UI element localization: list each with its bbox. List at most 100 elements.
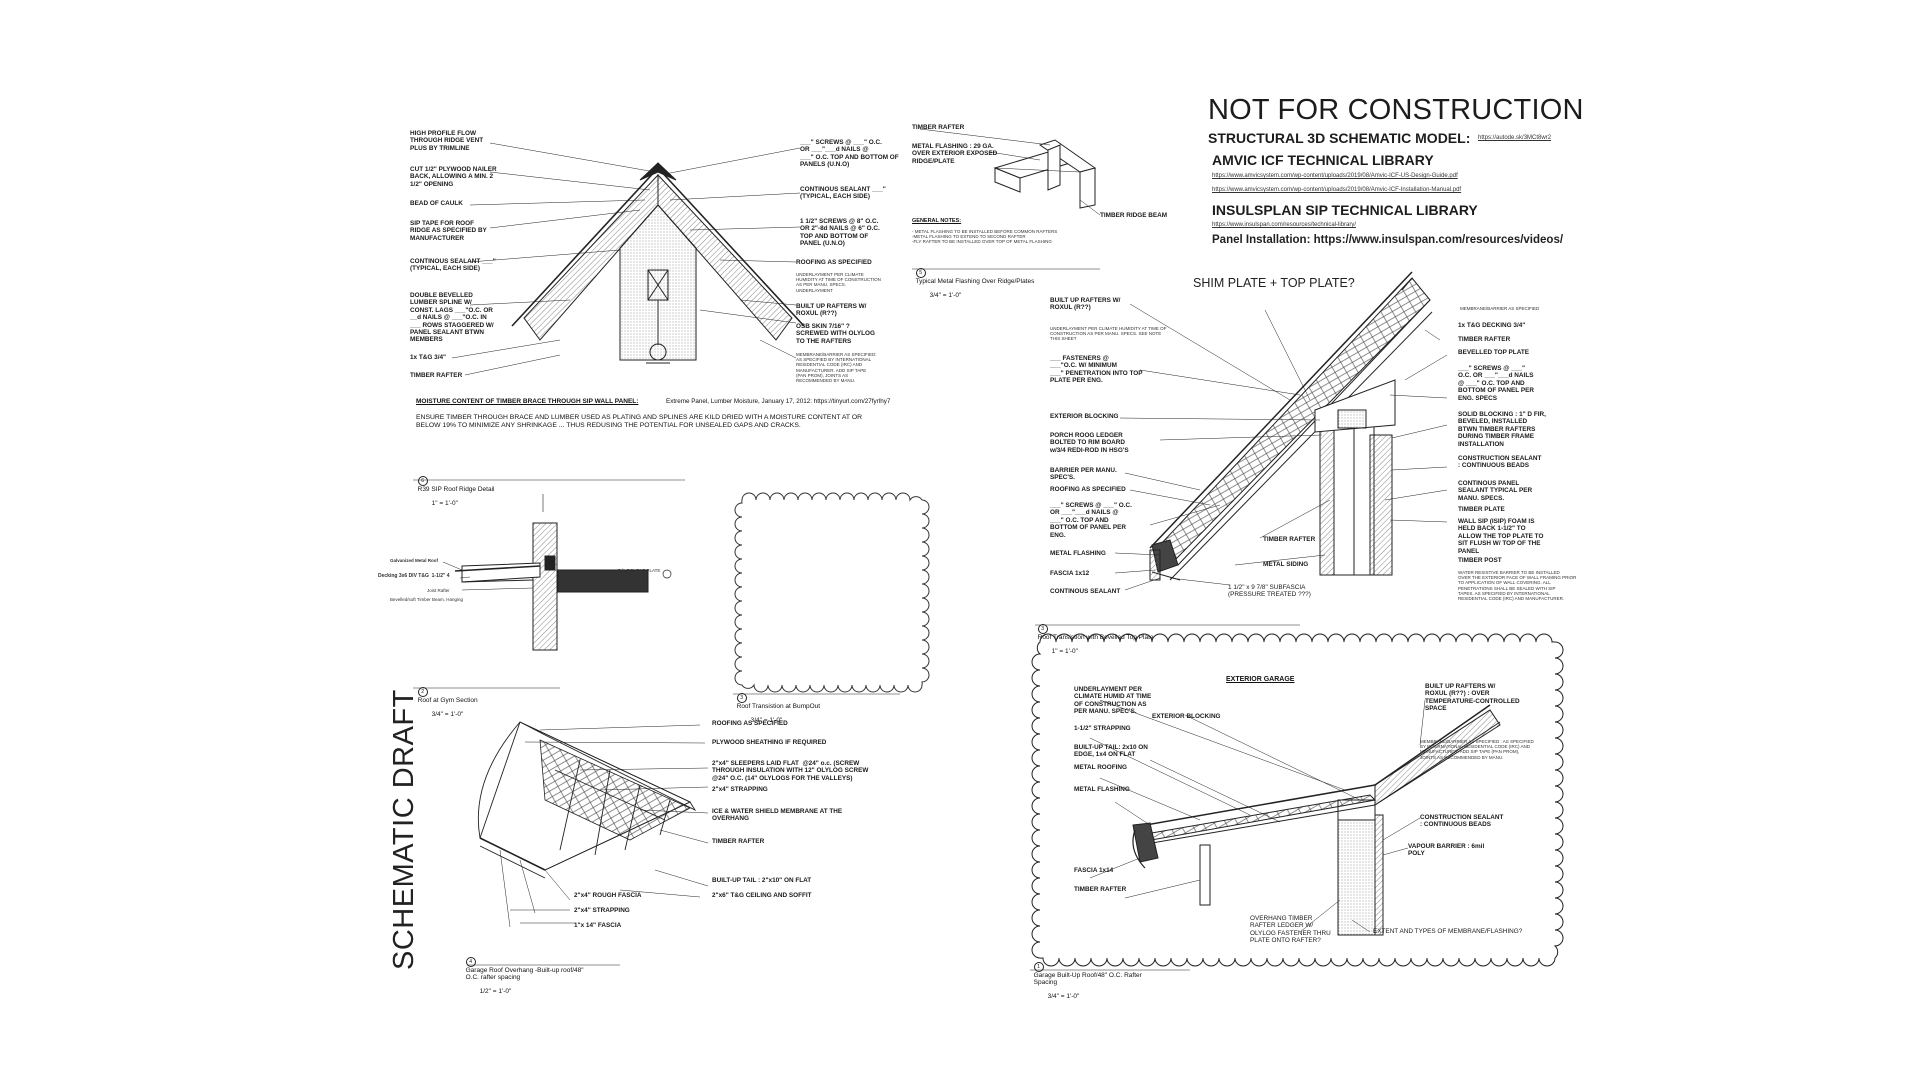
- ridge-note-left: HIGH PROFILE FLOW THROUGH RIDGE VENT PLU…: [410, 130, 484, 152]
- ridge-note-right: BUILT UP RAFTERS W/ ROXUL (R??): [796, 303, 867, 318]
- general-notes-text: - METAL FLASHING TO BE INSTALLED BEFORE …: [912, 229, 1058, 245]
- title-rules: [413, 268, 1300, 971]
- shim-plate-question: SHIM PLATE + TOP PLATE?: [1193, 276, 1355, 290]
- bumpout-cloud: [734, 492, 930, 693]
- gym-note: Galvanized Metal Roof: [390, 558, 439, 563]
- transition-note-right: CONSTRUCTION SEALANT : CONTINUOUS BEADS: [1458, 455, 1542, 470]
- ridge-detail-drawing: [451, 142, 805, 376]
- amvic-link-install-manual[interactable]: https://www.amvicsystem.com/wp-content/u…: [1212, 187, 1462, 193]
- garage-heading: EXTERIOR GARAGE: [1226, 676, 1295, 683]
- garage-note-right: MEMBRANE/BARRIER AS SPECIFIED : AS SPECI…: [1420, 739, 1534, 760]
- transition-note-left: FASCIA 1x12: [1050, 570, 1090, 577]
- detail-number: 4: [465, 957, 476, 967]
- ridge-note-right: CONTINOUS SEALANT ___" (TYPICAL, EACH SI…: [800, 186, 886, 201]
- detail-title-text: Garage Roof Overhang -Built-up roof/48" …: [465, 967, 584, 981]
- ridge-note-left: BEAD OF CAULK: [410, 200, 463, 207]
- transition-note-left: ___ FASTENERS @ ___"O.C. W/ MINIMUM ___"…: [1050, 355, 1143, 385]
- insulspan-library-title: INSULSPLAN SIP TECHNICAL LIBRARY: [1212, 202, 1478, 218]
- transition-note-right: ___" SCREWS @ ___" O.C. OR ___"___d NAIL…: [1458, 365, 1534, 402]
- overhang-note: 1"x 14" FASCIA: [574, 922, 622, 929]
- garage-note-bottom: OVERHANG TIMBER RAFTER LEDGER W/ OLYLOG …: [1250, 915, 1331, 945]
- transition-note-left: ___" SCREWS @ ___" O.C. OR ___"___d NAIL…: [1050, 502, 1132, 539]
- overhang-detail-drawing: [477, 721, 709, 928]
- panel-installation-line[interactable]: Panel Installation: https://www.insulspa…: [1212, 234, 1564, 246]
- detail-scale: 3/4" = 1'-0": [431, 711, 464, 718]
- transition-note-right: SOLID BLOCKING : 1" D FIR, BEVELED, INST…: [1458, 411, 1546, 448]
- flashing-note: TIMBER RIDGE BEAM: [1100, 212, 1168, 219]
- detail-scale: 3/4" = 1'-0": [1047, 993, 1080, 1000]
- gym-note: Decking 3x6 DIV T&G 1-1/2" 4: [378, 573, 450, 579]
- detail-title-text: R39 SIP Roof Ridge Detail: [417, 486, 495, 493]
- garage-detail-title: 1 Garage Built-Up Roof/48" O.C. Rafter S…: [1030, 955, 1142, 1000]
- overhang-note: ROOFING AS SPECIFIED: [712, 720, 788, 727]
- garage-note-left: METAL FLASHING: [1074, 786, 1130, 793]
- ridge-note-right: 1 1/2" SCREWS @ 8" O.C. OR 2"-8d NAILS @…: [800, 218, 880, 248]
- transition-note-left: UNDERLAYMENT PER CLIMATE HUMIDITY AT TIM…: [1050, 326, 1167, 342]
- garage-note-left: TIMBER RAFTER: [1074, 886, 1127, 893]
- gym-detail-title: 2 Roof at Gym Section 3/4" = 1'-0": [414, 680, 478, 718]
- transition-note-left: BUILT UP RAFTERS W/ ROXUL (R??): [1050, 297, 1121, 312]
- transition-note-left: CONTINOUS SEALANT: [1050, 588, 1121, 595]
- overhang-note: 2"x4" STRAPPING: [574, 907, 630, 914]
- flashing-note: TIMBER RAFTER: [912, 124, 965, 131]
- garage-note-left: FASCIA 1x14: [1074, 867, 1114, 874]
- insulspan-link[interactable]: https://www.insulspan.com/resources/tech…: [1212, 222, 1357, 228]
- transition-note-mid: TIMBER RAFTER: [1263, 536, 1316, 543]
- flashing-detail-title: 5 Typical Metal Flashing Over Ridge/Plat…: [912, 261, 1034, 299]
- detail-title-text: Typical Metal Flashing Over Ridge/Plates: [915, 278, 1035, 285]
- gym-note: Joist Rafter: [427, 588, 450, 593]
- overhang-detail-title: 4 Garage Roof Overhang -Built-up roof/48…: [462, 950, 584, 995]
- detail-title-text: Garage Built-Up Roof/48" O.C. Rafter Spa…: [1033, 972, 1142, 986]
- ridge-note-right: ROOFING AS SPECIFIED: [796, 259, 872, 266]
- detail-number: 2: [417, 687, 428, 697]
- transition-note-left: BARRIER PER MANU. SPEC'S.: [1050, 467, 1117, 482]
- garage-detail-drawing: [1031, 633, 1564, 967]
- ridge-note-right: UNDERLAYMENT PER CLIMATE HUMIDITY AT TIM…: [796, 272, 881, 293]
- overhang-note: 2"x4" STRAPPING: [712, 786, 768, 793]
- amvic-link-design-guide[interactable]: https://www.amvicsystem.com/wp-content/u…: [1212, 173, 1458, 179]
- garage-note-right: CONSTRUCTION SEALANT : CONTINUOUS BEADS: [1420, 814, 1504, 829]
- transition-detail-drawing: [1114, 271, 1448, 591]
- ridge-note-left: TIMBER RAFTER: [410, 372, 463, 379]
- transition-note-right: CONTINOUS PANEL SEALANT TYPICAL PER MANU…: [1458, 480, 1533, 502]
- moisture-text: ENSURE TIMBER THROUGH BRACE AND LUMBER U…: [416, 414, 863, 429]
- ridge-note-right: OSB SKIN 7/16" ? SCREWED WITH OLYLOG TO …: [796, 323, 875, 345]
- structural-model-link[interactable]: https://autode.sk/3MCt8wr2: [1478, 135, 1552, 141]
- detail-scale: 1/2" = 1'-0": [479, 988, 512, 995]
- transition-note-right: WALL SIP (ISIP) FOAM IS HELD BACK 1-1/2"…: [1458, 518, 1544, 555]
- transition-note-mid: 1 1/2" x 9 7/8" SUBFASCIA (PRESSURE TREA…: [1228, 584, 1311, 599]
- ridge-note-right: ___" SCREWS @ ___" O.C. OR ___"___d NAIL…: [800, 139, 899, 169]
- transition-note-left: ROOFING AS SPECIFIED: [1050, 486, 1126, 493]
- transition-note-right: 1x T&G DECKING 3/4": [1458, 322, 1526, 329]
- transition-note-left: PORCH ROOG LEDGER BOLTED TO RIM BOARD w/…: [1050, 432, 1129, 454]
- detail-scale: 1" = 1'-0": [1051, 648, 1078, 655]
- transition-note-right: WATER RESISTIVE BARRIER TO BE INSTALLED …: [1458, 570, 1577, 602]
- overhang-note: PLYWOOD SHEATHING IF REQUIRED: [712, 739, 827, 746]
- transition-note-right: TIMBER POST: [1458, 557, 1502, 564]
- garage-note-left: METAL ROOFING: [1074, 764, 1128, 771]
- detail-number: 3: [736, 693, 747, 703]
- schematic-draft-label: SCHEMATIC DRAFT: [388, 689, 420, 970]
- transition-note-right: MEMBRANE/BARRIER AS SPECIFIED: [1460, 306, 1540, 311]
- ridge-detail-title: 6 R39 SIP Roof Ridge Detail 1" = 1'-0": [414, 469, 494, 507]
- detail-title-text: Roof at Gym Section: [417, 697, 478, 704]
- transition-note-right: BEVELLED TOP PLATE: [1458, 349, 1530, 356]
- detail-number: 1: [1033, 962, 1044, 972]
- ridge-note-left: 1x T&G 3/4": [410, 354, 447, 361]
- transition-note-mid: METAL SIDING: [1263, 561, 1309, 568]
- ridge-note-left: CONTINOUS SEALANT ___" (TYPICAL, EACH SI…: [410, 258, 496, 273]
- transition-note-right: TIMBER RAFTER: [1458, 336, 1511, 343]
- garage-note-left: 1-1/2" STRAPPING: [1074, 725, 1131, 732]
- ridge-note-right: MEMBRANE/BARRIER AS SPECIFIED: AS SPECIF…: [796, 352, 877, 384]
- ridge-note-left: SIP TAPE FOR ROOF RIDGE AS SPECIFIED BY …: [410, 220, 487, 242]
- gym-detail-drawing: [442, 494, 672, 651]
- flashing-note: METAL FLASHING : 29 GA. OVER EXTERIOR EX…: [912, 143, 998, 165]
- garage-note-right: VAPOUR BARRIER : 6mil POLY: [1408, 843, 1485, 858]
- not-for-construction-title: NOT FOR CONSTRUCTION: [1208, 94, 1584, 126]
- flashing-detail-drawing: [919, 128, 1101, 216]
- garage-note-right: EXTENT AND TYPES OF MEMBRANE/FLASHING?: [1373, 928, 1523, 935]
- overhang-note: ICE & WATER SHIELD MEMBRANE AT THE OVERH…: [712, 808, 843, 823]
- overhang-note: TIMBER RAFTER: [712, 838, 765, 845]
